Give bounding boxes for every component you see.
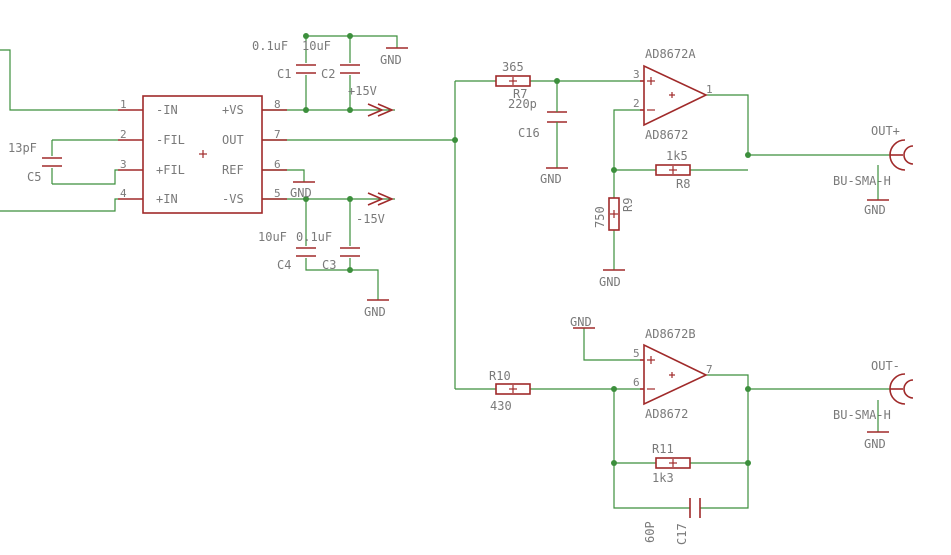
gnd-symbol-r9: GND: [599, 269, 625, 289]
resistor-r10[interactable]: R10 430: [489, 369, 531, 413]
gnd-label-opamp-b: GND: [570, 315, 592, 329]
opamp-a[interactable]: AD8672A AD8672 3 2 1: [633, 47, 713, 142]
opamp-a-pin-2: 2: [633, 97, 640, 110]
r7-value: 365: [502, 60, 524, 74]
ina-pin-7: 7: [274, 128, 281, 141]
capacitor-c4[interactable]: 10uF C4: [258, 230, 316, 272]
r9-value: 750: [593, 206, 607, 228]
capacitor-c5[interactable]: 13pF C5: [8, 140, 62, 184]
ina-pin-6: 6: [274, 158, 281, 171]
c5-name: C5: [27, 170, 41, 184]
resistor-r8[interactable]: 1k5 R8: [655, 149, 691, 191]
supply-pos-15v[interactable]: +15V: [348, 84, 395, 117]
c17-value: 60P: [643, 521, 657, 543]
ina-label-vs-neg: -VS: [222, 192, 244, 206]
ina-pin-3: 3: [120, 158, 127, 171]
resistor-r7[interactable]: 365 R7: [495, 60, 531, 101]
out-pos-value: BU-SMA-H: [833, 174, 891, 188]
r10-value: 430: [490, 399, 512, 413]
supply-neg-15v[interactable]: -15V: [356, 192, 395, 226]
out-neg-name: OUT-: [871, 359, 900, 373]
ina-label-in-pos: +IN: [156, 192, 178, 206]
sma-connector-out-neg[interactable]: OUT- BU-SMA-H: [833, 359, 914, 422]
out-pos-name: OUT+: [871, 124, 900, 138]
gnd-label-top: GND: [380, 53, 402, 67]
sma-connector-out-pos[interactable]: OUT+ BU-SMA-H: [833, 124, 914, 188]
c17-name: C17: [675, 523, 689, 545]
junctions: [303, 33, 751, 466]
r8-value: 1k5: [666, 149, 688, 163]
r7-name: R7: [513, 87, 527, 101]
capacitor-c2[interactable]: 10uF C2: [302, 39, 360, 81]
out-neg-value: BU-SMA-H: [833, 408, 891, 422]
c2-value: 10uF: [302, 39, 331, 53]
gnd-label-r9: GND: [599, 275, 621, 289]
gnd-label-c16: GND: [540, 172, 562, 186]
opamp-b-pin-7: 7: [706, 363, 713, 376]
r10-name: R10: [489, 369, 511, 383]
capacitor-c16[interactable]: 220p C16: [508, 97, 567, 140]
opamp-b-value: AD8672: [645, 407, 688, 421]
resistor-r9[interactable]: 750 R9: [593, 197, 635, 231]
ina-pin-8: 8: [274, 98, 281, 111]
supply-pos-label: +15V: [348, 84, 377, 98]
c2-name: C2: [321, 67, 335, 81]
r8-name: R8: [676, 177, 690, 191]
ina-pin-2: 2: [120, 128, 127, 141]
ina-label-fil-pos: +FIL: [156, 163, 185, 177]
gnd-symbol-top: GND: [380, 47, 408, 67]
opamp-a-value: AD8672: [645, 128, 688, 142]
c1-name: C1: [277, 67, 291, 81]
ina-label-vs-pos: +VS: [222, 103, 244, 117]
ina-label-fil-neg: -FIL: [156, 133, 185, 147]
gnd-label-neg: GND: [364, 305, 386, 319]
resistor-r11[interactable]: R11 1k3: [652, 442, 691, 485]
r9-name: R9: [621, 198, 635, 212]
c16-name: C16: [518, 126, 540, 140]
capacitor-c17[interactable]: 60P C17: [643, 498, 701, 545]
c3-name: C3: [322, 258, 336, 272]
opamp-b-name: AD8672B: [645, 327, 696, 341]
ina-pin-5: 5: [274, 187, 281, 200]
gnd-label-ref: GND: [290, 186, 312, 200]
ina-chip[interactable]: -IN -FIL +FIL +IN +VS OUT REF -VS 1 2 3 …: [118, 95, 287, 214]
gnd-symbol-opamp-b: GND: [570, 315, 595, 329]
c1-value: 0.1uF: [252, 39, 288, 53]
supply-neg-label: -15V: [356, 212, 385, 226]
wires: [0, 35, 890, 509]
opamp-b[interactable]: AD8672B AD8672 5 6 7: [633, 327, 713, 421]
ina-label-in-neg: -IN: [156, 103, 178, 117]
capacitor-c1[interactable]: 0.1uF C1: [252, 39, 316, 81]
ina-label-ref: REF: [222, 163, 244, 177]
ina-pin-1: 1: [120, 98, 127, 111]
gnd-label-out-pos: GND: [864, 203, 886, 217]
gnd-label-out-neg: GND: [864, 437, 886, 451]
gnd-symbol-neg: GND: [364, 299, 389, 319]
gnd-symbol-c16: GND: [540, 167, 568, 186]
opamp-a-pin-1: 1: [706, 83, 713, 96]
opamp-a-pin-3: 3: [633, 68, 640, 81]
c16-value: 220p: [508, 97, 537, 111]
r11-value: 1k3: [652, 471, 674, 485]
opamp-a-name: AD8672A: [645, 47, 696, 61]
ina-pin-4: 4: [120, 187, 127, 200]
opamp-b-pin-6: 6: [633, 376, 640, 389]
c3-value: 0.1uF: [296, 230, 332, 244]
opamp-b-pin-5: 5: [633, 347, 640, 360]
r11-name: R11: [652, 442, 674, 456]
ina-label-out: OUT: [222, 133, 244, 147]
c4-value: 10uF: [258, 230, 287, 244]
gnd-symbol-ref: GND: [290, 181, 315, 200]
gnd-symbol-out-neg: GND: [864, 431, 889, 451]
c5-value: 13pF: [8, 141, 37, 155]
capacitor-c3[interactable]: 0.1uF C3: [296, 230, 360, 272]
c4-name: C4: [277, 258, 291, 272]
gnd-symbol-out-pos: GND: [864, 199, 889, 217]
